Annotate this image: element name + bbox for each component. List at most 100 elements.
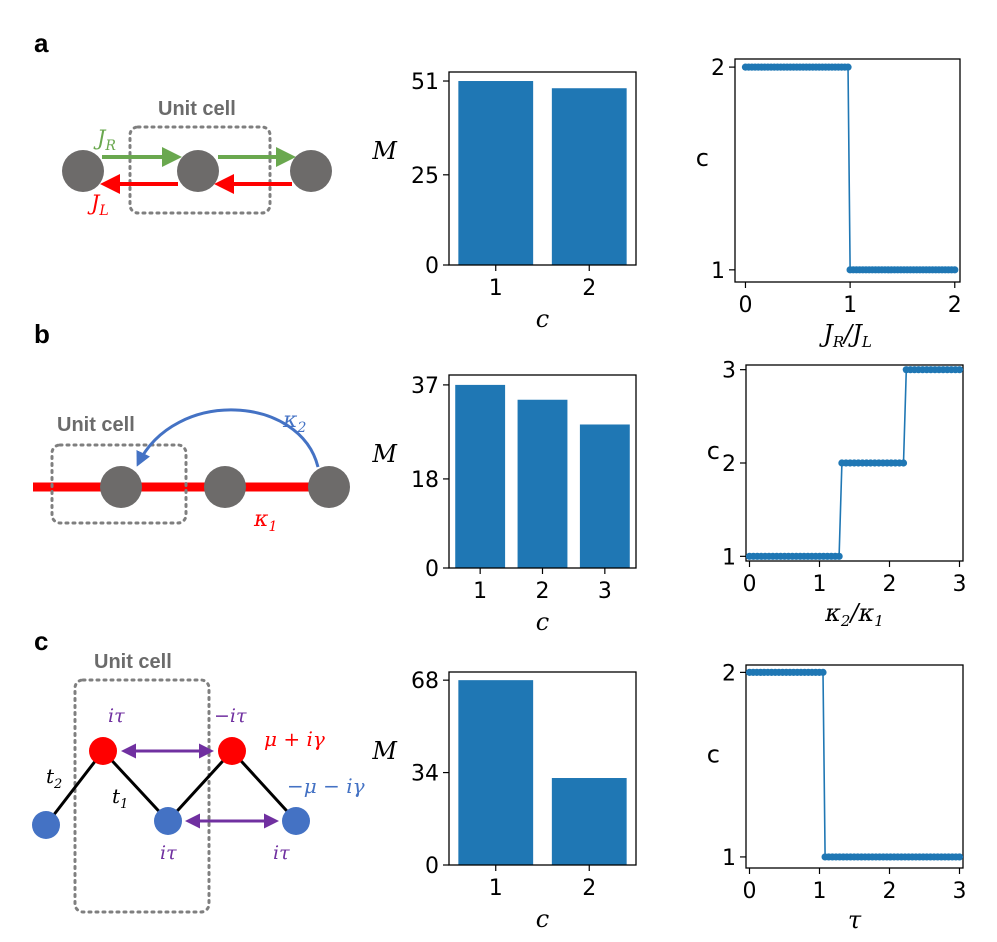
kappa2-label: κ2 xyxy=(282,408,306,436)
x-tick-label: 1 xyxy=(813,572,827,597)
loss-site xyxy=(32,811,60,839)
x-tick-label: 0 xyxy=(738,293,752,318)
y-tick-label: 2 xyxy=(722,452,736,477)
panel-label-b: b xyxy=(34,319,50,349)
kappa1-label: κ1 xyxy=(253,507,277,535)
x-tick-label: 1 xyxy=(843,293,857,318)
y-tick-label: 68 xyxy=(411,669,439,694)
t2-label: t2 xyxy=(46,764,62,792)
bar xyxy=(458,680,534,865)
y-axis-label: c xyxy=(707,437,720,465)
y-tick-label: 3 xyxy=(722,359,736,384)
data-point xyxy=(955,853,964,861)
step-line xyxy=(749,671,960,858)
x-axis-label: κ2/κ1 xyxy=(824,599,884,630)
y-axis-label: M xyxy=(371,137,398,165)
loss-label: −μ − iγ xyxy=(287,774,365,798)
x-tick-label: 0 xyxy=(743,572,757,597)
x-tick-label: 1 xyxy=(489,276,503,301)
diagram-b: Unit cell κ2 κ1 xyxy=(33,408,350,535)
long-range-hopping-arrow xyxy=(136,408,320,468)
y-tick-label: 2 xyxy=(711,56,725,81)
gain-label: μ + iγ xyxy=(264,727,325,751)
t1-label: t1 xyxy=(112,784,128,812)
lattice-site xyxy=(177,150,219,192)
data-point xyxy=(819,668,827,676)
x-axis-label: c xyxy=(536,608,549,636)
x-tick-label: 2 xyxy=(948,293,962,318)
tau-label: −iτ xyxy=(214,705,247,727)
y-tick-label: 18 xyxy=(411,468,439,493)
y-tick-label: 0 xyxy=(425,254,439,279)
x-tick-label: 2 xyxy=(883,879,897,904)
loss-site xyxy=(154,807,182,835)
bar xyxy=(551,88,627,265)
tau-label: iτ xyxy=(273,842,290,864)
x-tick-label: 2 xyxy=(536,579,550,604)
tau-label: iτ xyxy=(160,842,177,864)
y-axis-label: M xyxy=(371,440,398,468)
unit-cell-label: Unit cell xyxy=(94,651,172,673)
x-axis-label: c xyxy=(536,305,549,333)
plot-frame xyxy=(448,71,637,266)
bar xyxy=(579,424,630,568)
y-axis-label: M xyxy=(371,737,398,765)
unit-cell-box xyxy=(128,125,272,215)
y-tick-label: 0 xyxy=(425,854,439,879)
y-tick-label: 1 xyxy=(711,259,725,284)
data-point xyxy=(844,63,852,71)
jl-label: JL xyxy=(87,191,109,219)
plot-frame xyxy=(448,671,637,866)
unit-cell-label: Unit cell xyxy=(158,98,236,120)
y-tick-label: 1 xyxy=(722,545,736,570)
y-tick-label: 51 xyxy=(411,70,439,95)
lattice-site xyxy=(100,466,142,508)
plot-frame xyxy=(734,58,961,283)
diagram-a: Unit cell JR JL xyxy=(62,98,332,219)
y-axis-label: c xyxy=(707,740,720,768)
bar xyxy=(517,399,568,568)
unit-cell-box xyxy=(50,443,188,525)
x-tick-label: 1 xyxy=(813,879,827,904)
x-tick-label: 1 xyxy=(489,876,503,901)
diagram-c: Unit cell iτ −iτ iτ iτ μ + iγ −μ − iγ t1… xyxy=(32,651,365,914)
x-tick-label: 1 xyxy=(473,579,487,604)
x-tick-label: 2 xyxy=(582,876,596,901)
step-line xyxy=(745,66,955,271)
x-tick-label: 3 xyxy=(953,879,967,904)
y-tick-label: 2 xyxy=(722,661,736,686)
x-tick-label: 3 xyxy=(953,572,967,597)
gain-site xyxy=(218,737,246,765)
y-axis-label: c xyxy=(696,144,709,172)
unit-cell-label: Unit cell xyxy=(57,414,135,436)
panel-label-a: a xyxy=(34,28,49,58)
x-tick-label: 2 xyxy=(883,572,897,597)
x-tick-label: 0 xyxy=(743,879,757,904)
y-tick-label: 0 xyxy=(425,557,439,582)
bar xyxy=(551,778,627,865)
x-tick-label: 2 xyxy=(582,276,596,301)
lattice-site xyxy=(204,466,246,508)
x-tick-label: 3 xyxy=(598,579,612,604)
bar xyxy=(458,81,534,265)
unit-cell-box xyxy=(73,678,211,914)
data-point xyxy=(951,266,959,274)
plot-frame xyxy=(745,664,964,869)
lattice-site xyxy=(290,150,332,192)
x-axis-label: c xyxy=(536,905,549,933)
y-tick-label: 1 xyxy=(722,846,736,871)
x-axis-label: τ xyxy=(848,906,862,934)
loss-site xyxy=(282,807,310,835)
data-point xyxy=(835,552,843,560)
data-point xyxy=(899,459,908,467)
data-point xyxy=(955,366,964,374)
bar xyxy=(455,384,506,568)
lattice-site xyxy=(308,466,350,508)
